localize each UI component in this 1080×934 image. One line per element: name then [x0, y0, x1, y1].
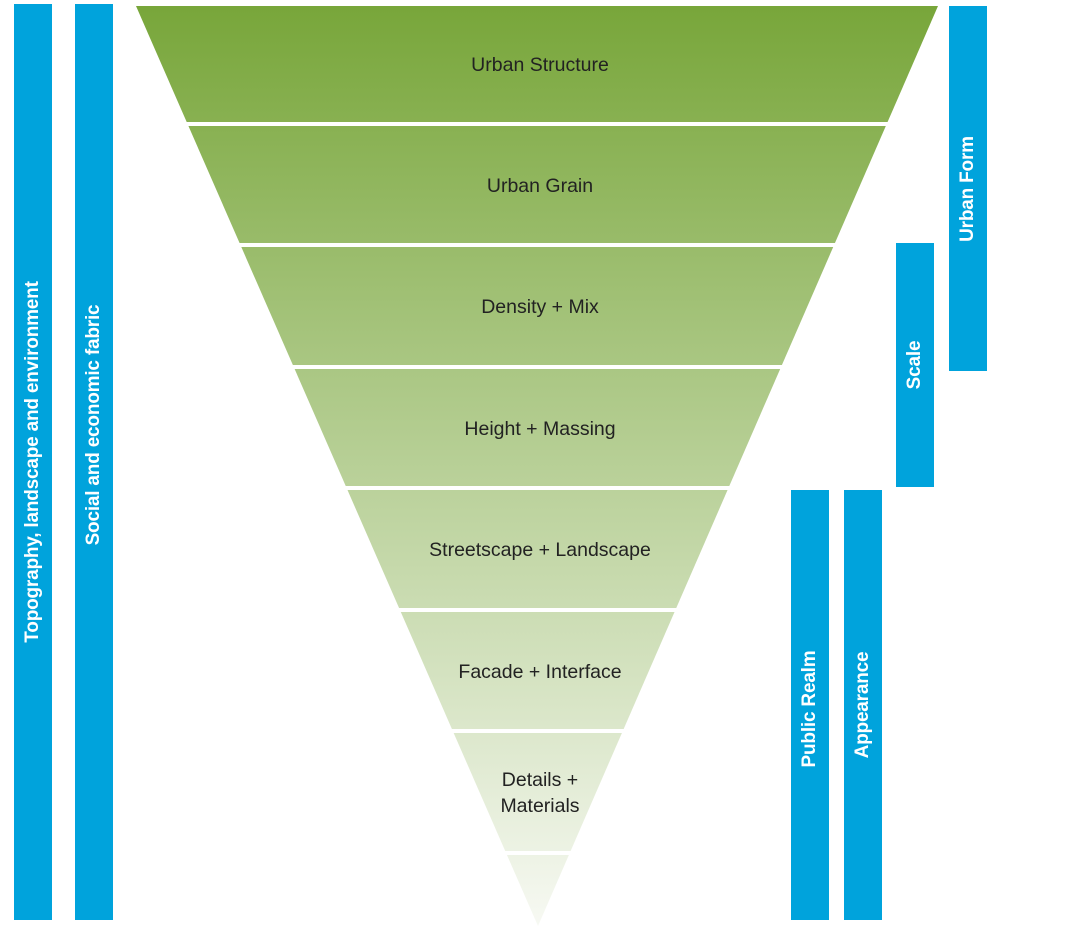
funnel-tier-tip — [506, 855, 569, 926]
appearance-bar: Appearance — [844, 490, 882, 920]
funnel-tier-label: Urban Structure — [471, 54, 609, 76]
topography-bar: Topography, landscape and environment — [14, 4, 52, 920]
funnel-tier-facade-interface — [400, 612, 675, 729]
funnel-tier-label: Details + Materials — [500, 769, 580, 817]
urban-form-bar: Urban Form — [949, 6, 987, 371]
scale-bar: Scale — [896, 243, 934, 487]
funnel-tier-streetscape-landscape — [347, 490, 728, 608]
funnel-tier-urban-grain — [188, 126, 886, 243]
public-realm-bar: Public Realm — [791, 490, 829, 920]
funnel-tier-label: Urban Grain — [486, 174, 594, 197]
funnel-tier-urban-structure — [136, 6, 938, 122]
funnel-tier-details-materials — [453, 733, 622, 851]
funnel-tier-label: Streetscape + Landscape — [429, 539, 651, 561]
funnel-tier-height-massing — [294, 369, 781, 486]
funnel-tier-label: Density + Mix — [481, 296, 599, 318]
funnel-tier-label: Facade + Interface — [458, 660, 622, 683]
funnel-tier-density-mix — [241, 247, 834, 365]
social-fabric-bar: Social and economic fabric — [75, 4, 113, 920]
funnel-tier-label: Height + Massing — [464, 417, 616, 440]
